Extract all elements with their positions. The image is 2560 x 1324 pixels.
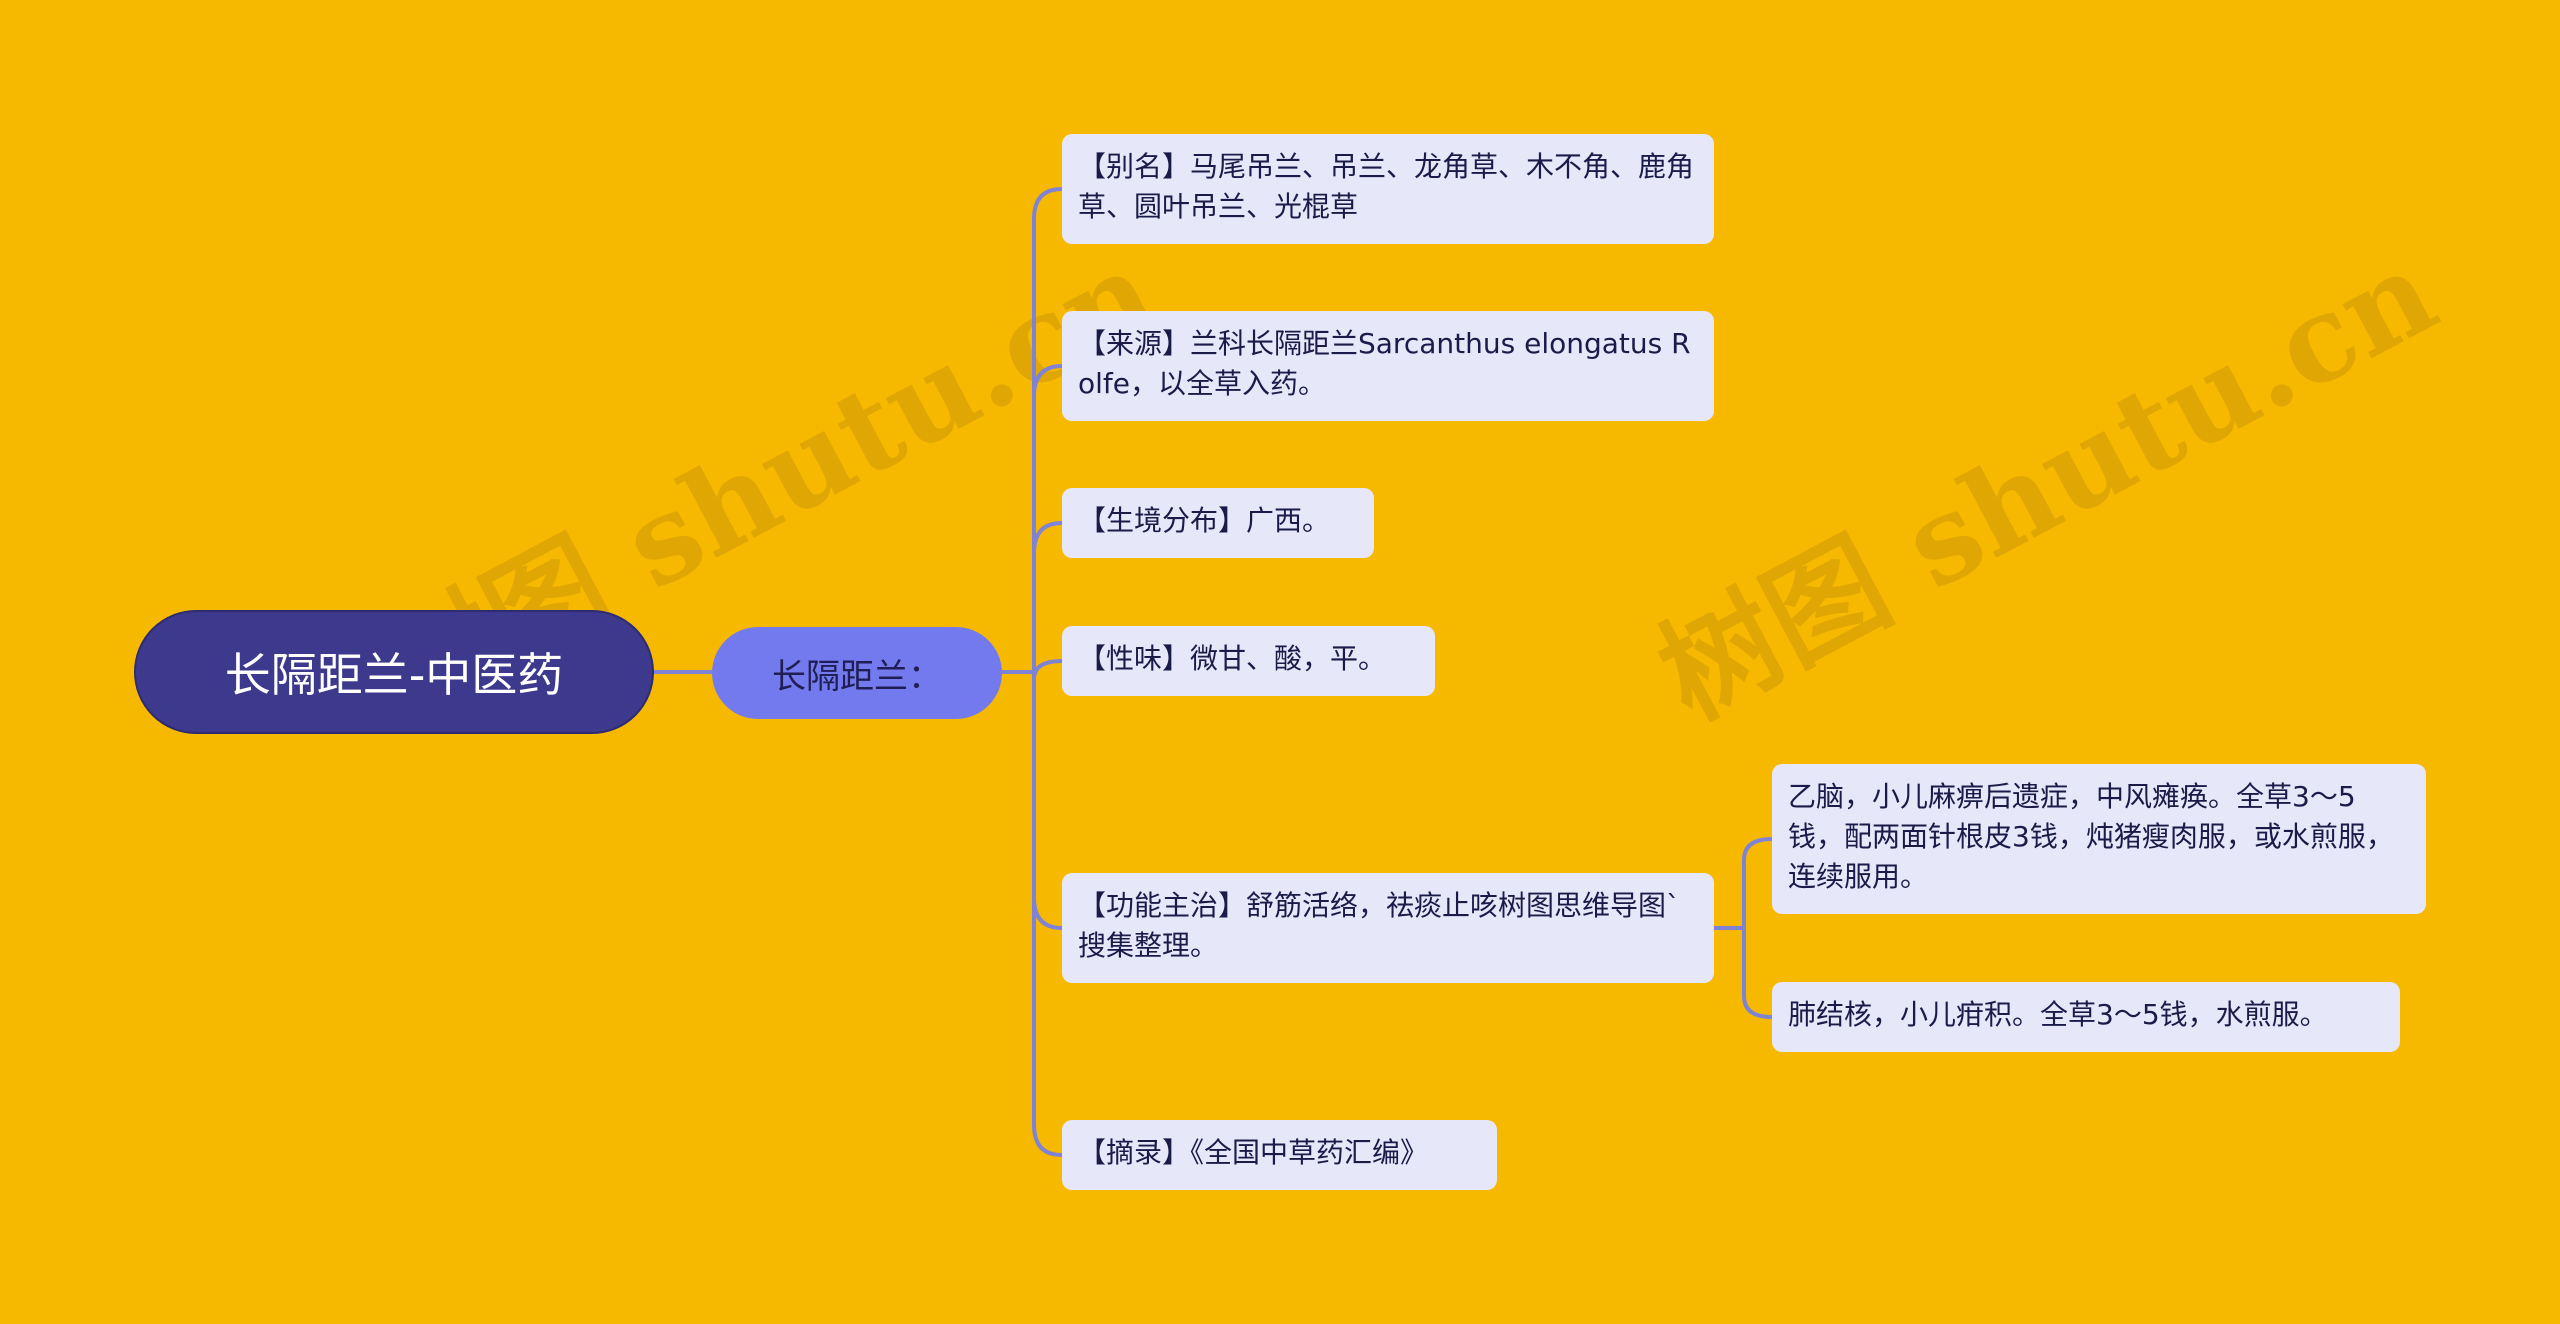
root-node[interactable]: 长隔距兰-中医药 [134,610,654,734]
branch-connector [1032,672,1063,1157]
leaf-node-nature[interactable]: 【性味】微甘、酸，平。 [1062,626,1435,696]
branch-connector [1032,659,1063,680]
branch-connector [1032,364,1063,672]
leaf-node-alias[interactable]: 【别名】马尾吊兰、吊兰、龙角草、木不角、鹿角草、圆叶吊兰、光棍草 [1062,134,1714,244]
watermark: 树图 shutu.cn [1637,221,2457,746]
leaf-node-function[interactable]: 【功能主治】舒筋活络，祛痰止咳树图思维导图`搜集整理。 [1062,873,1714,983]
branch-connector [1032,187,1063,672]
topic-node[interactable]: 长隔距兰： [712,627,1002,719]
leaf-node-source[interactable]: 【来源】兰科长隔距兰Sarcanthus elongatus Rolfe，以全草… [1062,311,1714,421]
subbranch-connector [1742,928,1773,1019]
subbranch-connector [1742,837,1773,928]
branch-connector [1032,521,1063,672]
leaf-node-habitat[interactable]: 【生境分布】广西。 [1062,488,1374,558]
sub-node-usage-1[interactable]: 乙脑，小儿麻痹后遗症，中风瘫痪。全草3～5钱，配两面针根皮3钱，炖猪瘦肉服，或水… [1772,764,2426,914]
branch-connector [1032,672,1063,930]
leaf-node-excerpt[interactable]: 【摘录】《全国中草药汇编》 [1062,1120,1497,1190]
sub-node-usage-2[interactable]: 肺结核，小儿疳积。全草3～5钱，水煎服。 [1772,982,2400,1052]
